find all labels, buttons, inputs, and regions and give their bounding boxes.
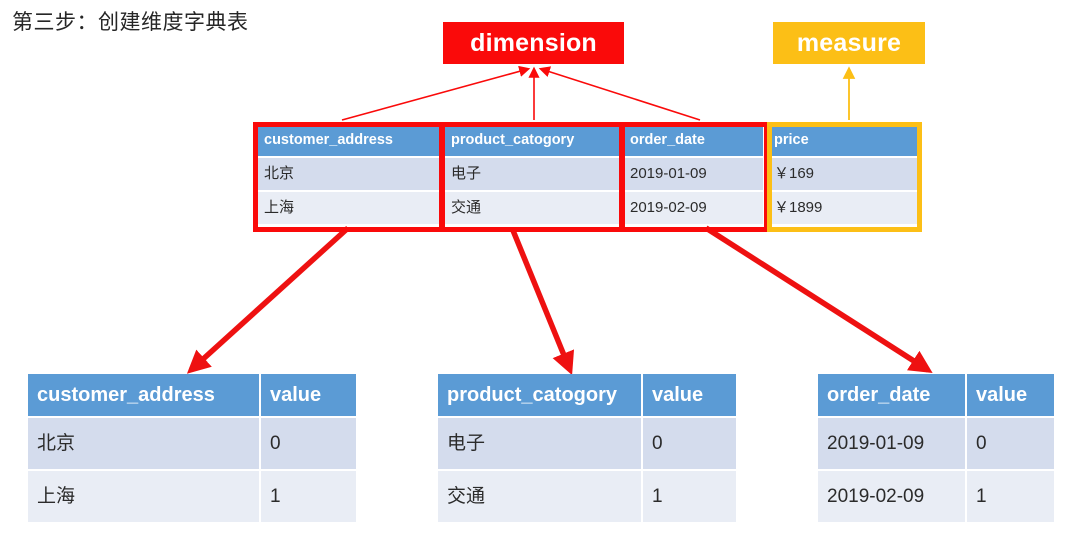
- cell-order-date: 2019-02-09: [620, 190, 765, 224]
- dimension-badge: dimension: [443, 22, 624, 64]
- source-fact-table: customer_address product_catogory order_…: [255, 124, 920, 224]
- column-header-value: value: [966, 374, 1054, 417]
- table-header-row: customer_address product_catogory order_…: [255, 124, 920, 157]
- cell-key: 2019-02-09: [818, 469, 967, 522]
- order-date-dictionary-table: order_date value 2019-01-09 0 2019-02-09…: [818, 374, 1054, 522]
- column-header-value: value: [642, 374, 736, 417]
- arrow-customer-address-to-dictionary: [186, 225, 350, 374]
- table-row: 上海 1: [28, 469, 356, 522]
- arrow-product-catogory-to-dictionary: [509, 226, 575, 376]
- table-header-row: product_catogory value: [438, 374, 736, 417]
- column-header-customer-address: customer_address: [28, 374, 261, 417]
- table-header-row: customer_address value: [28, 374, 356, 417]
- table-row: 交通 1: [438, 469, 736, 522]
- cell-price: ￥169: [764, 156, 920, 191]
- cell-key: 上海: [28, 469, 261, 522]
- table-row: 2019-02-09 1: [818, 469, 1054, 522]
- column-header-customer-address: customer_address: [255, 124, 442, 157]
- measure-badge: measure: [773, 22, 925, 64]
- table-row: 2019-01-09 0: [818, 416, 1054, 470]
- column-header-order-date: order_date: [818, 374, 967, 417]
- column-header-price: price: [764, 124, 920, 157]
- product-catogory-dictionary-table: product_catogory value 电子 0 交通 1: [438, 374, 736, 522]
- table-header-row: order_date value: [818, 374, 1054, 417]
- column-header-product-catogory: product_catogory: [441, 124, 621, 157]
- column-header-value: value: [260, 374, 356, 417]
- arrow-order-date-to-dimension: [538, 66, 701, 121]
- table-row: 北京 0: [28, 416, 356, 470]
- table-row: 上海 交通 2019-02-09 ￥1899: [255, 190, 920, 224]
- cell-customer-address: 北京: [255, 156, 442, 191]
- cell-key: 电子: [438, 416, 643, 470]
- page-title: 第三步：创建维度字典表: [12, 11, 249, 34]
- cell-value: 1: [260, 469, 356, 522]
- arrow-order-date-to-dictionary: [704, 225, 933, 373]
- customer-address-dictionary-table: customer_address value 北京 0 上海 1: [28, 374, 356, 522]
- arrow-customer-address-to-dimension: [341, 65, 531, 121]
- cell-value: 1: [966, 469, 1054, 522]
- table-row: 电子 0: [438, 416, 736, 470]
- cell-value: 1: [642, 469, 736, 522]
- cell-order-date: 2019-01-09: [620, 156, 765, 191]
- cell-value: 0: [260, 416, 356, 470]
- cell-key: 2019-01-09: [818, 416, 967, 470]
- cell-key: 交通: [438, 469, 643, 522]
- cell-product-catogory: 电子: [441, 156, 621, 191]
- cell-product-catogory: 交通: [441, 190, 621, 224]
- column-header-product-catogory: product_catogory: [438, 374, 643, 417]
- cell-key: 北京: [28, 416, 261, 470]
- cell-price: ￥1899: [764, 190, 920, 224]
- column-header-order-date: order_date: [620, 124, 765, 157]
- table-row: 北京 电子 2019-01-09 ￥169: [255, 156, 920, 191]
- cell-customer-address: 上海: [255, 190, 442, 224]
- cell-value: 0: [966, 416, 1054, 470]
- cell-value: 0: [642, 416, 736, 470]
